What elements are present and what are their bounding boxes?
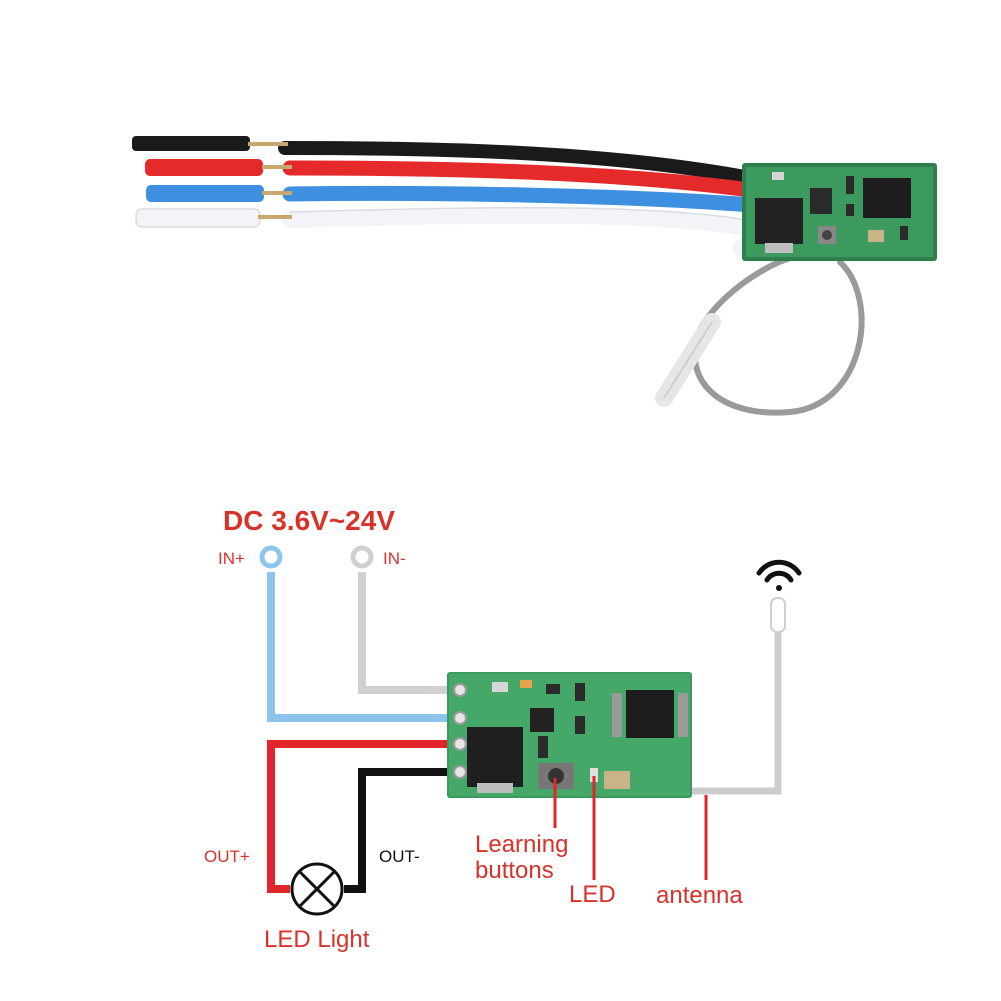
white-wire-photo (135, 206, 762, 256)
out-plus-label: OUT+ (204, 847, 250, 866)
power-label: DC 3.6V~24V (223, 505, 395, 536)
out-minus-label: OUT- (379, 847, 420, 866)
led-light-label: LED Light (264, 926, 370, 953)
led-label: LED (569, 881, 616, 908)
product-photo (132, 136, 937, 416)
antenna-label: antenna (656, 882, 743, 909)
black-wire-photo (132, 136, 757, 185)
in-minus-label: IN- (383, 549, 406, 568)
learning-buttons-label-line2: buttons (475, 857, 554, 884)
led-light-symbol (290, 862, 344, 916)
in-minus-terminal (350, 545, 374, 569)
in-plus-wire (267, 572, 460, 722)
pcb-photo (742, 163, 937, 261)
antenna-wire (692, 252, 865, 416)
red-wire-photo (145, 159, 758, 198)
out-minus-wire (344, 768, 460, 893)
learning-buttons-label-line1: Learning (475, 831, 568, 858)
out-plus-wire (267, 740, 460, 893)
antenna-top (770, 597, 786, 633)
pcb-board (447, 672, 692, 798)
in-plus-label: IN+ (218, 549, 245, 568)
antenna-diagram-wire (690, 620, 782, 795)
blue-wire-photo (146, 185, 760, 213)
wifi-signal-icon (756, 559, 802, 591)
in-minus-wire (358, 572, 460, 694)
wiring-diagram: DC 3.6V~24V IN+ IN- OUT+ OUT- LED Light … (204, 505, 802, 953)
in-plus-terminal (259, 545, 283, 569)
